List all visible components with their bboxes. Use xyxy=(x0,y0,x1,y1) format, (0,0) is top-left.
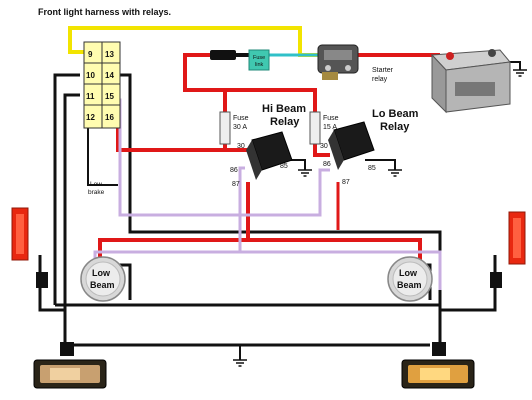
left-park-turn-lamp xyxy=(33,359,107,389)
fuse-terminal-label: 16 xyxy=(105,113,114,122)
relay-pin-label: 85 xyxy=(368,165,376,172)
connector xyxy=(490,272,502,288)
connector xyxy=(60,342,74,356)
low-brake-label: Low xyxy=(90,181,102,188)
headlight-label: Beam xyxy=(90,280,115,290)
headlight-label: Low xyxy=(399,268,418,278)
low-brake-label: brake xyxy=(88,189,105,196)
fuse-terminal-label: 9 xyxy=(88,50,93,59)
fuse-terminal-label: 10 xyxy=(86,71,95,80)
red-wire xyxy=(225,88,317,115)
left-low-beam-headlight: Low Beam xyxy=(80,256,126,302)
red-wire xyxy=(248,238,422,265)
lo-beam-fuse-label: Fuse xyxy=(323,115,339,122)
fuse-terminal-label: 11 xyxy=(86,92,95,101)
relay-pin-label: 86 xyxy=(323,161,331,168)
connector xyxy=(36,272,48,288)
starter-relay-label: Starter xyxy=(372,67,394,74)
black-wire xyxy=(63,93,80,345)
ground-icon xyxy=(513,69,527,77)
connector xyxy=(432,342,446,356)
relay-pin-label: 87 xyxy=(342,179,350,186)
headlight-label: Low xyxy=(92,268,111,278)
hi-beam-relay-title: Relay xyxy=(270,116,300,128)
right-low-beam-headlight: Low Beam xyxy=(387,256,433,302)
fuse-terminal-label: 14 xyxy=(105,71,114,80)
hi-beam-relay-title: Hi Beam xyxy=(262,103,306,115)
lo-beam-relay: Fuse 15 A Lo Beam Relay 30 86 87 85 xyxy=(309,108,419,186)
headlight-label: Beam xyxy=(397,280,422,290)
right-side-marker-lamp xyxy=(508,211,526,265)
fuse-terminal-label: 12 xyxy=(86,113,95,122)
lo-beam-relay-title: Relay xyxy=(380,121,410,133)
relay-pin-label: 85 xyxy=(280,163,288,170)
right-park-turn-lamp xyxy=(401,359,475,389)
relay-pin-label: 30 xyxy=(237,143,245,150)
relay-pin-label: 86 xyxy=(230,167,238,174)
ground-icon xyxy=(298,169,312,177)
black-wire xyxy=(365,159,396,170)
ground-icon xyxy=(388,169,402,177)
battery xyxy=(430,49,511,114)
fuse-link-label: Fuse xyxy=(253,55,265,61)
hi-beam-fuse-label: 30 A xyxy=(233,124,247,131)
black-wire xyxy=(440,255,497,312)
ground-icon xyxy=(233,359,247,367)
fuse-link: Fuse link xyxy=(210,49,270,71)
violet-wire xyxy=(238,166,245,252)
red-wire xyxy=(183,53,227,120)
red-wire xyxy=(110,113,227,152)
hi-beam-fuse-label: Fuse xyxy=(233,115,249,122)
left-side-marker-lamp xyxy=(11,207,29,261)
starter-relay: Starter relay xyxy=(317,44,394,83)
relay-pin-label: 87 xyxy=(232,181,240,188)
black-wire xyxy=(53,73,80,305)
diagram-title: Front light harness with relays. xyxy=(38,7,171,17)
fuse-terminal-label: 13 xyxy=(105,50,114,59)
fuse-link-label: link xyxy=(255,62,264,68)
relay-pin-label: 30 xyxy=(320,143,328,150)
hi-beam-relay: Fuse 30 A Hi Beam Relay 30 86 87 85 xyxy=(219,103,306,188)
fuse-terminal-label: 15 xyxy=(105,92,114,101)
lo-beam-relay-title: Lo Beam xyxy=(372,108,419,120)
fuse-block: 9 13 10 14 11 15 12 16 xyxy=(83,41,121,129)
black-wire xyxy=(87,110,118,186)
lo-beam-fuse-label: 15 A xyxy=(323,124,337,131)
red-wire xyxy=(313,140,330,157)
starter-relay-label: relay xyxy=(372,76,388,83)
